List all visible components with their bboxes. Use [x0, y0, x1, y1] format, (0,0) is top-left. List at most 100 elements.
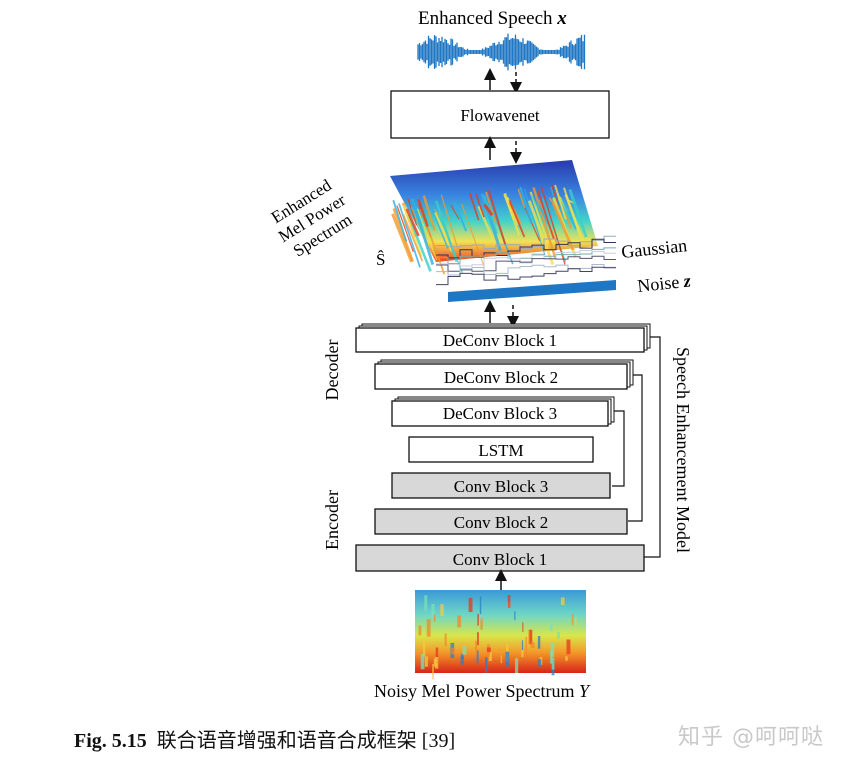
noisy-streak [451, 647, 455, 655]
noisy-streak [444, 633, 447, 646]
noisy-streak [521, 640, 523, 650]
noisy-streak [550, 650, 553, 664]
noisy-streak [521, 650, 524, 657]
spectrum-streak [433, 212, 454, 252]
noisy-streak [507, 595, 511, 608]
spectrum-streak [530, 194, 539, 209]
noisy-streak [571, 614, 574, 626]
noisy-streak [480, 617, 483, 630]
noisy-streak [550, 642, 555, 657]
spectrum-streak [540, 185, 566, 265]
mel-symbol: Ŝ [376, 250, 385, 269]
skip-connections [612, 336, 661, 558]
spectrum-streak [435, 200, 458, 263]
flowavenet-box [390, 90, 610, 139]
noisy-streak [433, 658, 437, 667]
noisy-streak [462, 646, 467, 655]
noise-trace [436, 235, 616, 250]
conv-block-1: Conv Block 1 [355, 544, 645, 572]
enhanced-waveform [417, 33, 586, 71]
spectrum-streak [536, 190, 555, 240]
spectrum-streak [410, 198, 435, 266]
spectrum-streak [568, 189, 588, 238]
noisy-streak [432, 664, 434, 680]
encoder-label: Encoder [322, 490, 342, 550]
svg-text:DeConv Block 2: DeConv Block 2 [444, 368, 558, 387]
noise-trace [436, 238, 616, 259]
spectrum-streak [461, 203, 485, 267]
spectrum-streak [563, 187, 581, 237]
enhanced-speech-label: Enhanced Speech x [418, 8, 567, 29]
spectrum-streak [561, 198, 578, 230]
noisy-streak [476, 650, 479, 664]
noisy-streak [538, 659, 542, 667]
spectrum-streak [477, 205, 495, 241]
noisy-streak [480, 614, 482, 621]
noisy-streak [420, 653, 425, 670]
spectrum-streak [402, 204, 423, 257]
spectrum-streak [536, 201, 550, 226]
noisy-spectrum-label: Noisy Mel Power Spectrum Y [374, 681, 591, 701]
noisy-streak [522, 622, 524, 632]
noise-trace [436, 264, 616, 276]
noisy-streak [433, 614, 436, 622]
noisy-streak [537, 636, 541, 649]
noisy-streak [488, 651, 492, 662]
spectrum-streak [417, 198, 429, 228]
model-label: Speech Enhancement Model [673, 347, 693, 553]
svg-text:LSTM: LSTM [478, 441, 523, 460]
noisy-streak [479, 596, 482, 615]
noisy-streak [565, 656, 568, 661]
waveform-trace [417, 33, 586, 71]
figure-caption: Fig. 5.15 联合语音增强和语音合成框架 [39] [74, 730, 456, 752]
spectrum-streak [554, 184, 567, 220]
watermark: 知乎 @呵呵哒 [678, 725, 824, 750]
spectrum-streak [483, 203, 494, 217]
spectrum-streak [402, 213, 424, 262]
spectrum-streak [416, 208, 438, 261]
spectrum-streak [519, 186, 533, 224]
noisy-streak [423, 639, 426, 657]
noisy-streak [514, 611, 516, 621]
lstm-block: LSTM [408, 436, 594, 463]
spectrum-streak [475, 193, 485, 218]
noisy-streak [529, 629, 533, 645]
noisy-streak [460, 656, 464, 665]
spectrum-streak [450, 204, 460, 220]
noisy-streak [425, 656, 428, 667]
noisy-mel-spectrogram [415, 590, 586, 680]
noisy-streak [575, 617, 577, 626]
spectrum-streak [422, 195, 436, 232]
decoder-label: Decoder [322, 340, 342, 401]
noise-trace [436, 255, 616, 272]
noisy-streak [550, 623, 553, 632]
spectrum-streak [527, 200, 555, 266]
gaussian-label: Gaussian [620, 235, 688, 262]
spectrum-streak [391, 213, 413, 263]
noisy-streak [525, 636, 527, 655]
spectrum-streak [508, 200, 526, 238]
svg-text:DeConv Block 1: DeConv Block 1 [443, 331, 557, 350]
spectrum-streak [407, 198, 418, 226]
conv-block-2: Conv Block 2 [374, 508, 628, 535]
spectrum-streak [406, 213, 432, 272]
spectrum-streak [503, 192, 521, 237]
noisy-streak [475, 640, 477, 655]
deconv-block-2: DeConv Block 2 [374, 359, 634, 390]
svg-text:DeConv Block 3: DeConv Block 3 [443, 404, 557, 423]
spectrum-streak [430, 207, 449, 249]
noisy-streak [557, 632, 560, 639]
noisy-streak [431, 604, 435, 619]
noisy-streak [424, 595, 428, 611]
noisy-streak [560, 597, 565, 606]
noisy-streak [440, 604, 444, 616]
deconv-block-3: DeConv Block 3 [391, 396, 615, 427]
spectrum-streak [396, 205, 414, 253]
deconv-block-1: DeConv Block 1 [355, 323, 651, 353]
noisy-streak [485, 657, 488, 673]
spectrum-streak [405, 208, 420, 237]
spectrum-streak [523, 188, 546, 256]
noise-trace [436, 266, 616, 286]
noisy-streak [457, 615, 462, 628]
